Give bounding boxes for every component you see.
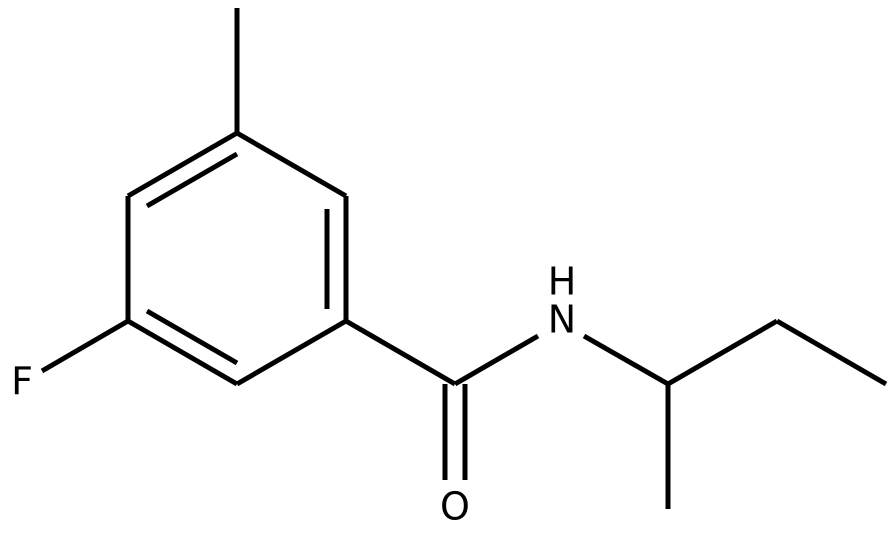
bond-ring-fluorine (40, 318, 130, 374)
bond-carbonyl-nitrogen (453, 333, 540, 387)
bond-ch-ch2 (666, 318, 779, 387)
bond-ring-inner-top (145, 151, 239, 209)
bond-ch2-ch3 (775, 318, 888, 387)
bond-ring-c1-c2 (235, 130, 348, 199)
bond-ring-c4-c5 (126, 318, 239, 387)
fluorine-atom-label: F (11, 360, 33, 404)
bond-nitrogen-ch (582, 333, 670, 387)
bond-ring-c6-c1 (126, 130, 239, 199)
hydrogen-atom-label: H (548, 260, 577, 304)
bond-ring-inner-bottom (145, 308, 239, 366)
oxygen-atom-label: O (440, 485, 470, 529)
nitrogen-atom-label: N (548, 298, 576, 342)
bond-ring-carbonyl-carbon (344, 318, 457, 387)
bond-ring-c3-c4 (235, 318, 348, 387)
